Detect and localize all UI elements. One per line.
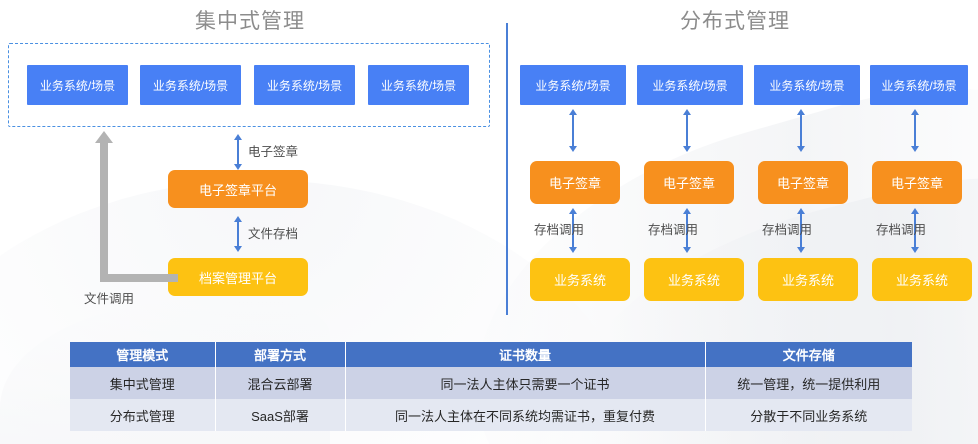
table-header-cell-3: 证书数量 xyxy=(344,342,706,367)
table-header-row: 管理模式 部署方式 证书数量 文件存储 xyxy=(70,342,912,367)
left-business-box-2-label: 业务系统/场景 xyxy=(152,78,229,93)
right-business-box-3-label: 业务系统/场景 xyxy=(769,78,845,93)
right-seal-box-1[interactable]: 电子签章 xyxy=(530,161,620,204)
left-arrow-1-label: 电子签章 xyxy=(248,145,299,159)
right-system-box-3-label: 业务系统 xyxy=(781,273,834,288)
right-business-box-3[interactable]: 业务系统/场景 xyxy=(754,65,860,105)
right-business-box-2-label: 业务系统/场景 xyxy=(652,78,728,93)
left-arrow-2-head-down xyxy=(233,246,242,252)
table-cell-r2c2: SaaS部署 xyxy=(214,399,346,431)
right-arrow-1b-head-down xyxy=(568,247,577,253)
right-system-box-4[interactable]: 业务系统 xyxy=(872,258,972,301)
right-arrow-4b-head-up xyxy=(910,208,919,214)
table-cell-r1c3: 同一法人主体只需要一个证书 xyxy=(344,367,706,399)
seal-platform-label: 电子签章平台 xyxy=(198,182,277,198)
file-recall-arrow-shaft xyxy=(100,140,108,282)
file-recall-arrow-head xyxy=(95,131,113,143)
right-arrow-1b-shaft xyxy=(572,213,574,248)
right-business-box-1[interactable]: 业务系统/场景 xyxy=(520,65,626,105)
right-arrow-2b-head-down xyxy=(682,247,691,253)
left-arrow-1-head-up xyxy=(233,134,242,140)
right-arrow-4a-head-up xyxy=(910,109,919,115)
right-seal-box-2[interactable]: 电子签章 xyxy=(644,161,734,204)
table-cell-r1c2: 混合云部署 xyxy=(214,367,346,399)
right-arrow-2-label: 存档调用 xyxy=(648,223,699,237)
right-arrow-1a-head-down xyxy=(568,146,577,152)
left-arrow-1-shaft xyxy=(237,139,239,165)
right-business-box-4[interactable]: 业务系统/场景 xyxy=(870,65,968,105)
panel-title-distributed: 分布式管理 xyxy=(680,10,790,33)
table-header-cell-4: 文件存储 xyxy=(704,342,912,367)
left-business-box-3-label: 业务系统/场景 xyxy=(266,78,343,93)
right-arrow-2b-head-up xyxy=(682,208,691,214)
right-arrow-4b-shaft xyxy=(914,213,916,248)
right-arrow-4a-head-down xyxy=(910,146,919,152)
right-seal-box-1-label: 电子签章 xyxy=(548,176,601,191)
table-cell-r1c1: 集中式管理 xyxy=(70,367,216,399)
right-arrow-4-label: 存档调用 xyxy=(876,223,927,237)
seal-platform-box[interactable]: 电子签章平台 xyxy=(168,170,308,208)
right-arrow-3b-head-down xyxy=(796,247,805,253)
right-arrow-3-label: 存档调用 xyxy=(762,223,813,237)
comparison-table: 管理模式 部署方式 证书数量 文件存储 集中式管理 混合云部署 同一法人主体只需… xyxy=(70,342,912,431)
left-arrow-2-shaft xyxy=(237,221,239,247)
table-row: 集中式管理 混合云部署 同一法人主体只需要一个证书 统一管理，统一提供利用 xyxy=(70,367,912,399)
table-row: 分布式管理 SaaS部署 同一法人主体在不同系统均需证书，重复付费 分散于不同业… xyxy=(70,399,912,431)
right-business-box-2[interactable]: 业务系统/场景 xyxy=(637,65,743,105)
left-arrow-1-head-down xyxy=(233,164,242,170)
right-arrow-4a-shaft xyxy=(914,114,916,147)
right-arrow-3a-head-down xyxy=(796,146,805,152)
right-arrow-4b-head-down xyxy=(910,247,919,253)
right-arrow-3a-shaft xyxy=(800,114,802,147)
left-arrow-2-head-up xyxy=(233,216,242,222)
right-business-box-1-label: 业务系统/场景 xyxy=(535,78,611,93)
table-header-cell-1: 管理模式 xyxy=(70,342,216,367)
right-system-box-1[interactable]: 业务系统 xyxy=(530,258,630,301)
right-system-box-2[interactable]: 业务系统 xyxy=(644,258,744,301)
table-cell-r2c1: 分布式管理 xyxy=(70,399,216,431)
right-arrow-3b-shaft xyxy=(800,213,802,248)
file-recall-label: 文件调用 xyxy=(84,292,135,306)
right-arrow-3b-head-up xyxy=(796,208,805,214)
right-seal-box-4-label: 电子签章 xyxy=(890,176,943,191)
right-arrow-3a-head-up xyxy=(796,109,805,115)
right-seal-box-2-label: 电子签章 xyxy=(662,176,715,191)
left-business-box-2[interactable]: 业务系统/场景 xyxy=(140,65,241,105)
left-business-box-3[interactable]: 业务系统/场景 xyxy=(254,65,355,105)
right-arrow-1a-head-up xyxy=(568,109,577,115)
table-header-cell-2: 部署方式 xyxy=(214,342,346,367)
left-business-box-4[interactable]: 业务系统/场景 xyxy=(368,65,469,105)
table-cell-r1c4: 统一管理，统一提供利用 xyxy=(704,367,912,399)
right-system-box-4-label: 业务系统 xyxy=(895,273,948,288)
right-arrow-2b-shaft xyxy=(686,213,688,248)
panel-title-centralized: 集中式管理 xyxy=(195,10,305,33)
right-seal-box-3-label: 电子签章 xyxy=(776,176,829,191)
archive-platform-box[interactable]: 档案管理平台 xyxy=(168,258,308,296)
centralized-business-group xyxy=(8,43,490,127)
right-arrow-2a-shaft xyxy=(686,114,688,147)
table-cell-r2c3: 同一法人主体在不同系统均需证书，重复付费 xyxy=(344,399,706,431)
left-business-box-4-label: 业务系统/场景 xyxy=(380,78,457,93)
archive-platform-label: 档案管理平台 xyxy=(198,270,277,286)
right-arrow-1a-shaft xyxy=(572,114,574,147)
left-arrow-2-label: 文件存档 xyxy=(248,227,299,241)
right-seal-box-4[interactable]: 电子签章 xyxy=(872,161,962,204)
right-arrow-1b-head-up xyxy=(568,208,577,214)
right-system-box-3[interactable]: 业务系统 xyxy=(758,258,858,301)
right-arrow-2a-head-up xyxy=(682,109,691,115)
right-system-box-2-label: 业务系统 xyxy=(667,273,720,288)
left-business-box-1[interactable]: 业务系统/场景 xyxy=(27,65,128,105)
right-seal-box-3[interactable]: 电子签章 xyxy=(758,161,848,204)
file-recall-arrow-foot xyxy=(100,274,178,282)
right-arrow-1-label: 存档调用 xyxy=(534,223,585,237)
right-business-box-4-label: 业务系统/场景 xyxy=(881,78,957,93)
left-business-box-1-label: 业务系统/场景 xyxy=(39,78,116,93)
right-system-box-1-label: 业务系统 xyxy=(553,273,606,288)
panel-divider xyxy=(506,23,508,315)
table-cell-r2c4: 分散于不同业务系统 xyxy=(704,399,912,431)
right-arrow-2a-head-down xyxy=(682,146,691,152)
